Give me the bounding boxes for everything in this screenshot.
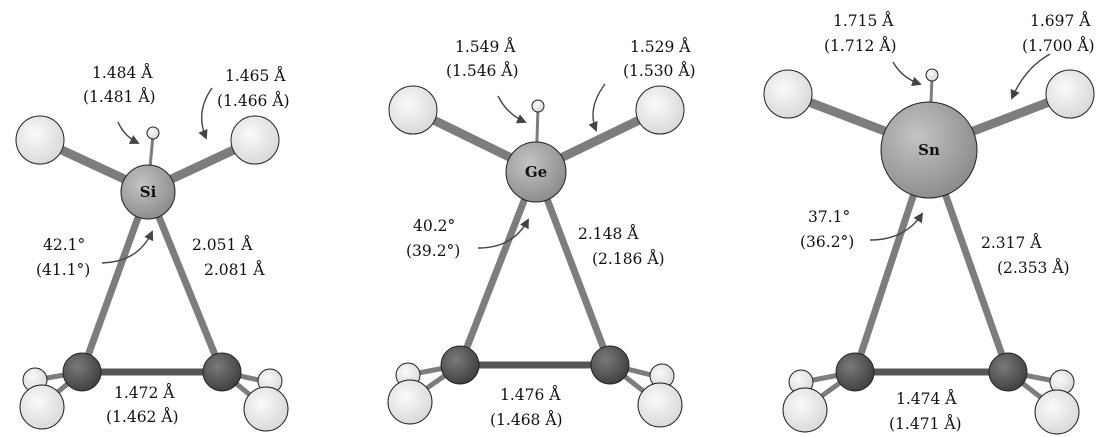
ge-atom (505, 141, 567, 203)
angle-label: 37.1° (808, 208, 850, 226)
bond-length-label: 1.474 Å (896, 390, 957, 408)
hydrogen-atom (1045, 69, 1095, 119)
arrow-icon (497, 95, 527, 124)
hydrogen-atom (782, 387, 828, 433)
bond-length-label: 2.317 Å (981, 234, 1042, 252)
panel-sn: Sn 1.715 Å 1.697 Å (1.712 Å) 1.697 Å (1.… (763, 12, 1095, 435)
hydrogen-atom (15, 115, 65, 165)
bond-length-label: 2.051 Å (192, 236, 253, 254)
panel-si: Si 1.484 Å (1.481 Å) 1.465 Å (1.466 Å) 4… (15, 64, 290, 432)
bond-length-label: (1.530 Å) (623, 62, 696, 80)
bond-length-label: 2.148 Å (578, 225, 639, 243)
hydrogen-atom (531, 99, 545, 113)
carbon-atom (590, 345, 630, 385)
panel-ge: Ge 1.549 Å (1.546 Å) 1.529 Å (1.530 Å) 4… (387, 38, 696, 429)
hydrogen-atom (1034, 389, 1080, 435)
arrow-icon (892, 61, 922, 87)
hydrogen-atom (243, 386, 289, 432)
arrow-icon (198, 87, 213, 140)
arrow-icon (869, 212, 924, 241)
bond-length-label: 1.476 Å (500, 386, 561, 404)
ge-atom-label: Ge (525, 163, 547, 181)
bond-ge-c-left (456, 166, 540, 369)
bond-length-label: (1.712 Å) (824, 37, 897, 55)
hydrogen-atom (635, 85, 685, 135)
bond-length-label: (1.462 Å) (106, 408, 179, 426)
si-atom-label: Si (140, 183, 157, 201)
bond-length-label: (1.466 Å) (217, 92, 290, 110)
bond-length-label: 1.472 Å (114, 384, 175, 402)
bond-si-c-right (144, 186, 226, 376)
bond-ge-c-right (532, 166, 614, 369)
hydrogen-atom (230, 115, 280, 165)
bond-length-label: 1.529 Å (630, 38, 691, 56)
carbon-atom (988, 352, 1028, 392)
hydrogen-atom (637, 382, 683, 428)
angle-label: 40.2° (413, 217, 455, 235)
arrow-icon (1010, 53, 1051, 100)
carbon-atom (835, 352, 875, 392)
angle-label: (39.2°) (406, 242, 460, 260)
angle-label: (36.2°) (800, 233, 854, 251)
si-atom (120, 164, 176, 220)
hydrogen-atom (19, 384, 65, 430)
carbon-atom (62, 352, 102, 392)
hydrogen-atom (388, 85, 438, 135)
bond-si-c-left (78, 186, 152, 376)
bond-length-label: (1.471 Å) (889, 415, 962, 433)
arrow-icon (588, 83, 606, 132)
bond-length-label: 1.697 Å (1030, 12, 1091, 30)
bond-length-label: (1.546 Å) (446, 62, 519, 80)
angle-label: (41.1°) (36, 261, 90, 279)
sn-atom-label: Sn (918, 141, 940, 159)
hydrogen-atom (146, 126, 160, 140)
carbon-atom (202, 352, 242, 392)
bond-length-label: (2.186 Å) (592, 250, 665, 268)
hydrogen-atom (925, 68, 939, 82)
arrow-icon (477, 218, 529, 249)
bond-length-label: (1.468 Å) (490, 411, 563, 429)
arrow-icon (117, 121, 140, 144)
bond-length-label: 1.715 Å (833, 12, 894, 30)
bond-length-label: 1.465 Å (225, 67, 286, 85)
hydrogen-atom (763, 69, 813, 119)
bond-length-label: (1.700 Å) (1022, 37, 1095, 55)
sn-atom (880, 101, 978, 199)
arrow-icon (101, 230, 154, 264)
bond-length-label: 1.549 Å (455, 38, 516, 56)
hydrogen-atom (387, 379, 433, 425)
bond-length-label: (1.481 Å) (83, 88, 156, 106)
bond-length-label: 1.484 Å (92, 64, 153, 82)
carbon-atom (440, 345, 480, 385)
bond-length-label: 2.081 Å (204, 261, 265, 279)
angle-label: 42.1° (43, 236, 85, 254)
bond-length-label: (2.353 Å) (997, 259, 1070, 277)
